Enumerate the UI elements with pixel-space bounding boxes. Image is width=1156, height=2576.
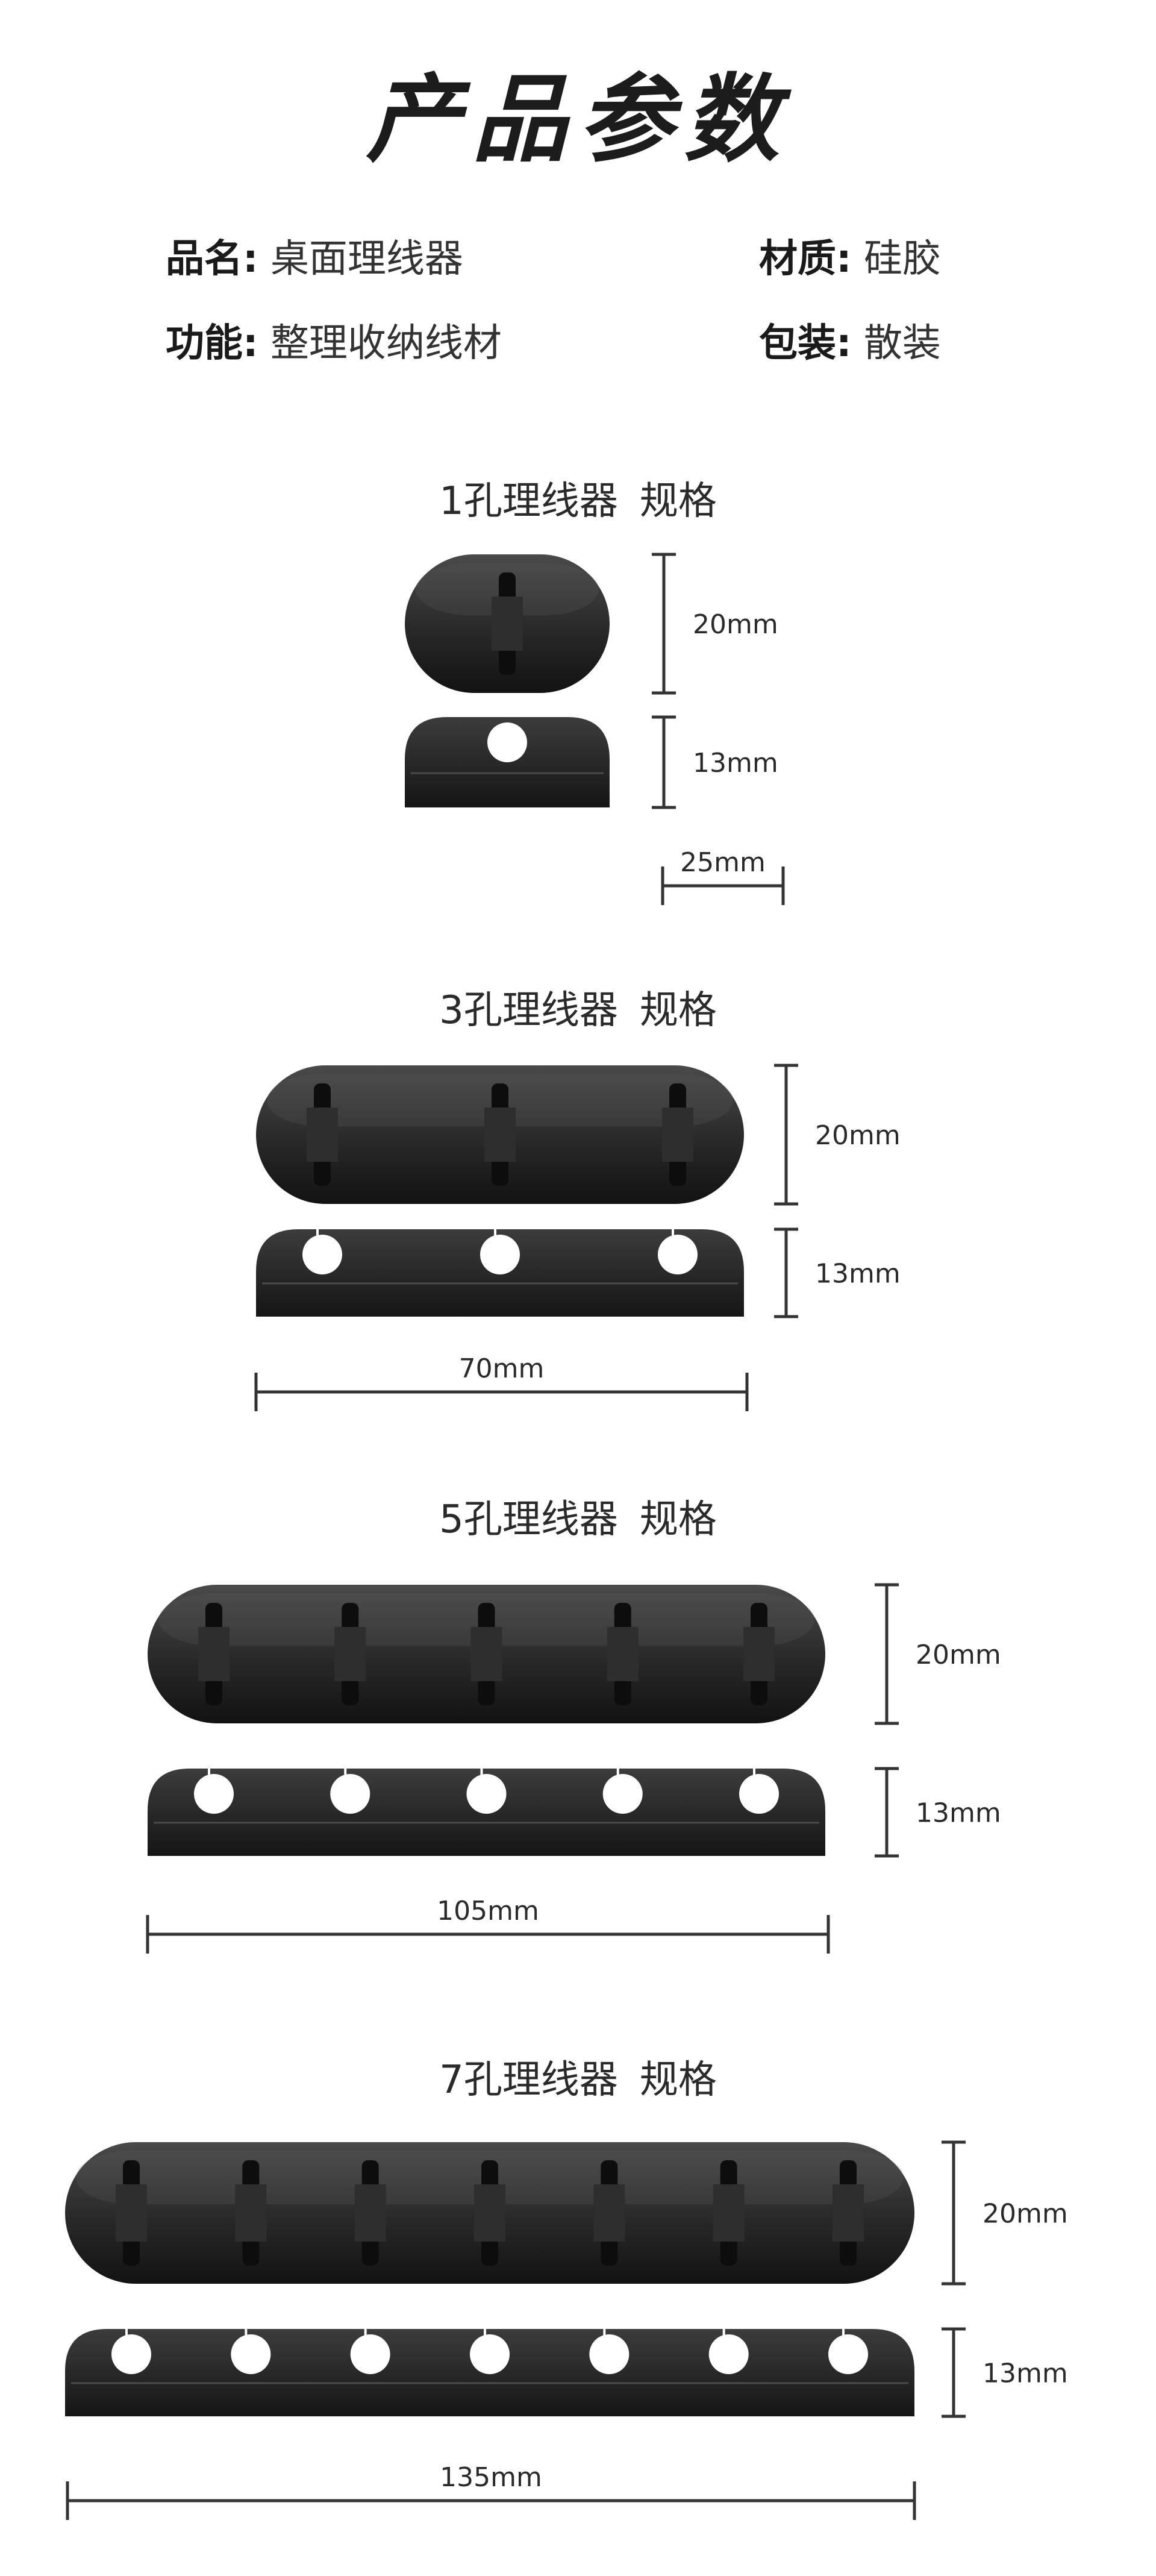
width-dimension: 135mm — [66, 2462, 916, 2520]
top-view-bridge — [484, 1108, 516, 1162]
section-title-7: 7孔理线器规格 — [439, 2058, 717, 2102]
spec-function-value: 整理收纳线材 — [270, 321, 502, 366]
side-view-hole — [466, 1774, 507, 1814]
width-dimension: 105mm — [146, 1896, 830, 1954]
side-view-hole — [708, 2334, 749, 2374]
side-view-hole — [111, 2334, 151, 2374]
cable-organizer-7-hole: 20mm 13mm 135mm — [65, 2140, 1068, 2520]
spec-function: 功能: 整理收纳线材 — [166, 319, 502, 368]
spec-function-label: 功能: — [166, 321, 258, 366]
spec-name-label: 品名: — [166, 237, 258, 281]
spec-material: 材质: 硅胶 — [759, 235, 941, 283]
depth-dimension: 13mm — [774, 1227, 901, 1318]
top-view-bridge — [470, 1627, 502, 1681]
top-view-bridge — [198, 1627, 230, 1681]
side-view-hole — [658, 1235, 698, 1274]
width-dimension-label: 25mm — [680, 847, 766, 878]
cable-organizer-1-hole: 20mm 13mm 25mm — [405, 553, 785, 905]
side-view-hole — [350, 2334, 390, 2374]
width-dimension-label: 105mm — [437, 1896, 539, 1926]
depth-dimension-label: 13mm — [983, 2358, 1068, 2389]
top-view-bridge — [743, 1627, 775, 1681]
side-view-hole — [828, 2334, 868, 2374]
depth-dimension: 13mm — [942, 2327, 1068, 2418]
top-view-bridge — [607, 1627, 639, 1681]
height-dimension-label: 20mm — [693, 609, 778, 640]
depth-dimension-label: 13mm — [693, 748, 778, 779]
spec-material-label: 材质: — [759, 237, 852, 281]
spec-package-label: 包装: — [759, 321, 852, 366]
cable-organizer-5-hole: 20mm 13mm 105mm — [146, 1583, 1001, 1954]
width-dimension: 25mm — [661, 847, 785, 905]
depth-dimension: 13mm — [652, 715, 778, 809]
side-view-hole — [480, 1235, 520, 1274]
side-view-hole — [231, 2334, 271, 2374]
side-view-hole — [487, 722, 527, 762]
top-view-bridge — [354, 2184, 386, 2242]
depth-dimension: 13mm — [875, 1767, 1001, 1858]
side-view-hole — [602, 1774, 643, 1814]
width-dimension-label: 135mm — [440, 2462, 542, 2493]
top-view-bridge — [116, 2184, 147, 2242]
cable-organizer-3-hole: 20mm 13mm 70mm — [254, 1064, 901, 1411]
top-view-bridge — [662, 1108, 693, 1162]
spec-package-value: 散装 — [863, 321, 941, 366]
height-dimension: 20mm — [875, 1583, 1001, 1725]
height-dimension-label: 20mm — [983, 2199, 1068, 2230]
height-dimension: 20mm — [942, 2140, 1068, 2286]
top-view-bridge — [474, 2184, 505, 2242]
top-view-bridge — [307, 1108, 338, 1162]
top-view-bridge — [492, 597, 523, 651]
width-dimension: 70mm — [254, 1353, 749, 1411]
height-dimension: 20mm — [774, 1064, 901, 1206]
top-view-bridge — [833, 2184, 864, 2242]
height-dimension-label: 20mm — [815, 1120, 901, 1151]
side-view-hole — [194, 1774, 234, 1814]
spec-material-value: 硅胶 — [863, 237, 941, 281]
side-view-hole — [302, 1235, 342, 1274]
top-view-bridge — [235, 2184, 267, 2242]
height-dimension: 20mm — [652, 553, 778, 695]
page-title: 产品参数 — [366, 64, 790, 175]
spec-name: 品名: 桌面理线器 — [166, 235, 463, 283]
top-view-bridge — [334, 1627, 366, 1681]
side-view-hole — [739, 1774, 779, 1814]
depth-dimension-label: 13mm — [916, 1798, 1001, 1829]
depth-dimension-label: 13mm — [815, 1259, 901, 1290]
width-dimension-label: 70mm — [459, 1353, 545, 1384]
top-view-bridge — [593, 2184, 625, 2242]
side-view-hole — [470, 2334, 510, 2374]
side-view-hole — [589, 2334, 630, 2374]
section-title-3: 3孔理线器规格 — [439, 988, 717, 1033]
section-title-1: 1孔理线器规格 — [439, 479, 717, 524]
spec-name-value: 桌面理线器 — [270, 237, 463, 281]
section-title-5: 5孔理线器规格 — [439, 1497, 717, 1542]
height-dimension-label: 20mm — [916, 1640, 1001, 1670]
spec-package: 包装: 散装 — [759, 319, 941, 368]
side-view-hole — [330, 1774, 370, 1814]
top-view-bridge — [713, 2184, 745, 2242]
